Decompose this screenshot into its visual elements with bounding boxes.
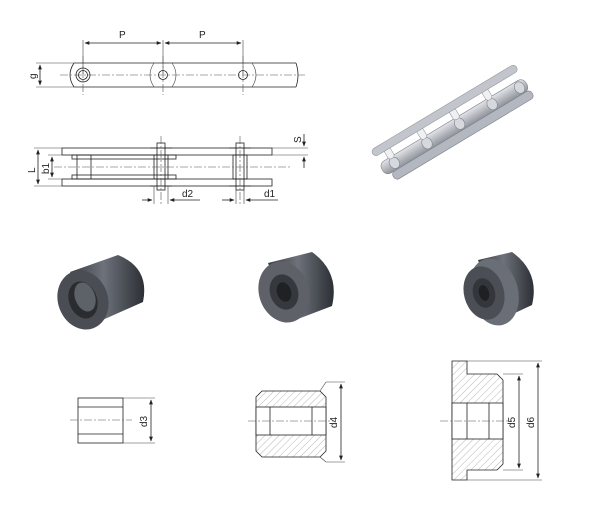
flanged-roller-section: d5 d6 (440, 360, 542, 481)
roller-3d-render (258, 252, 334, 323)
flanged-d6-label: d6 (526, 416, 537, 428)
roller-d4-label: d4 (329, 416, 340, 428)
roller-d2-label: d2 (182, 189, 194, 200)
bushing-d3-label: d3 (139, 415, 150, 427)
width-L-label: L (27, 167, 38, 173)
width-b1-label: b1 (41, 162, 52, 174)
bushing-section: d3 (70, 397, 155, 444)
thickness-label: S (293, 136, 304, 143)
flanged-d5-label: d5 (507, 416, 518, 428)
chain-plan-view: L b1 S d2 d1 (27, 134, 308, 204)
roller-d1-label: d1 (264, 189, 276, 200)
chain-side-view: P P g (28, 30, 305, 95)
roller-section: d4 (248, 381, 345, 463)
chain-3d-render (371, 64, 534, 180)
bushing-3d-render (57, 255, 145, 330)
pitch-label-2: P (199, 30, 206, 41)
flanged-roller-3d-render (463, 252, 534, 326)
pitch-label-1: P (119, 30, 126, 41)
height-label: g (28, 73, 39, 79)
